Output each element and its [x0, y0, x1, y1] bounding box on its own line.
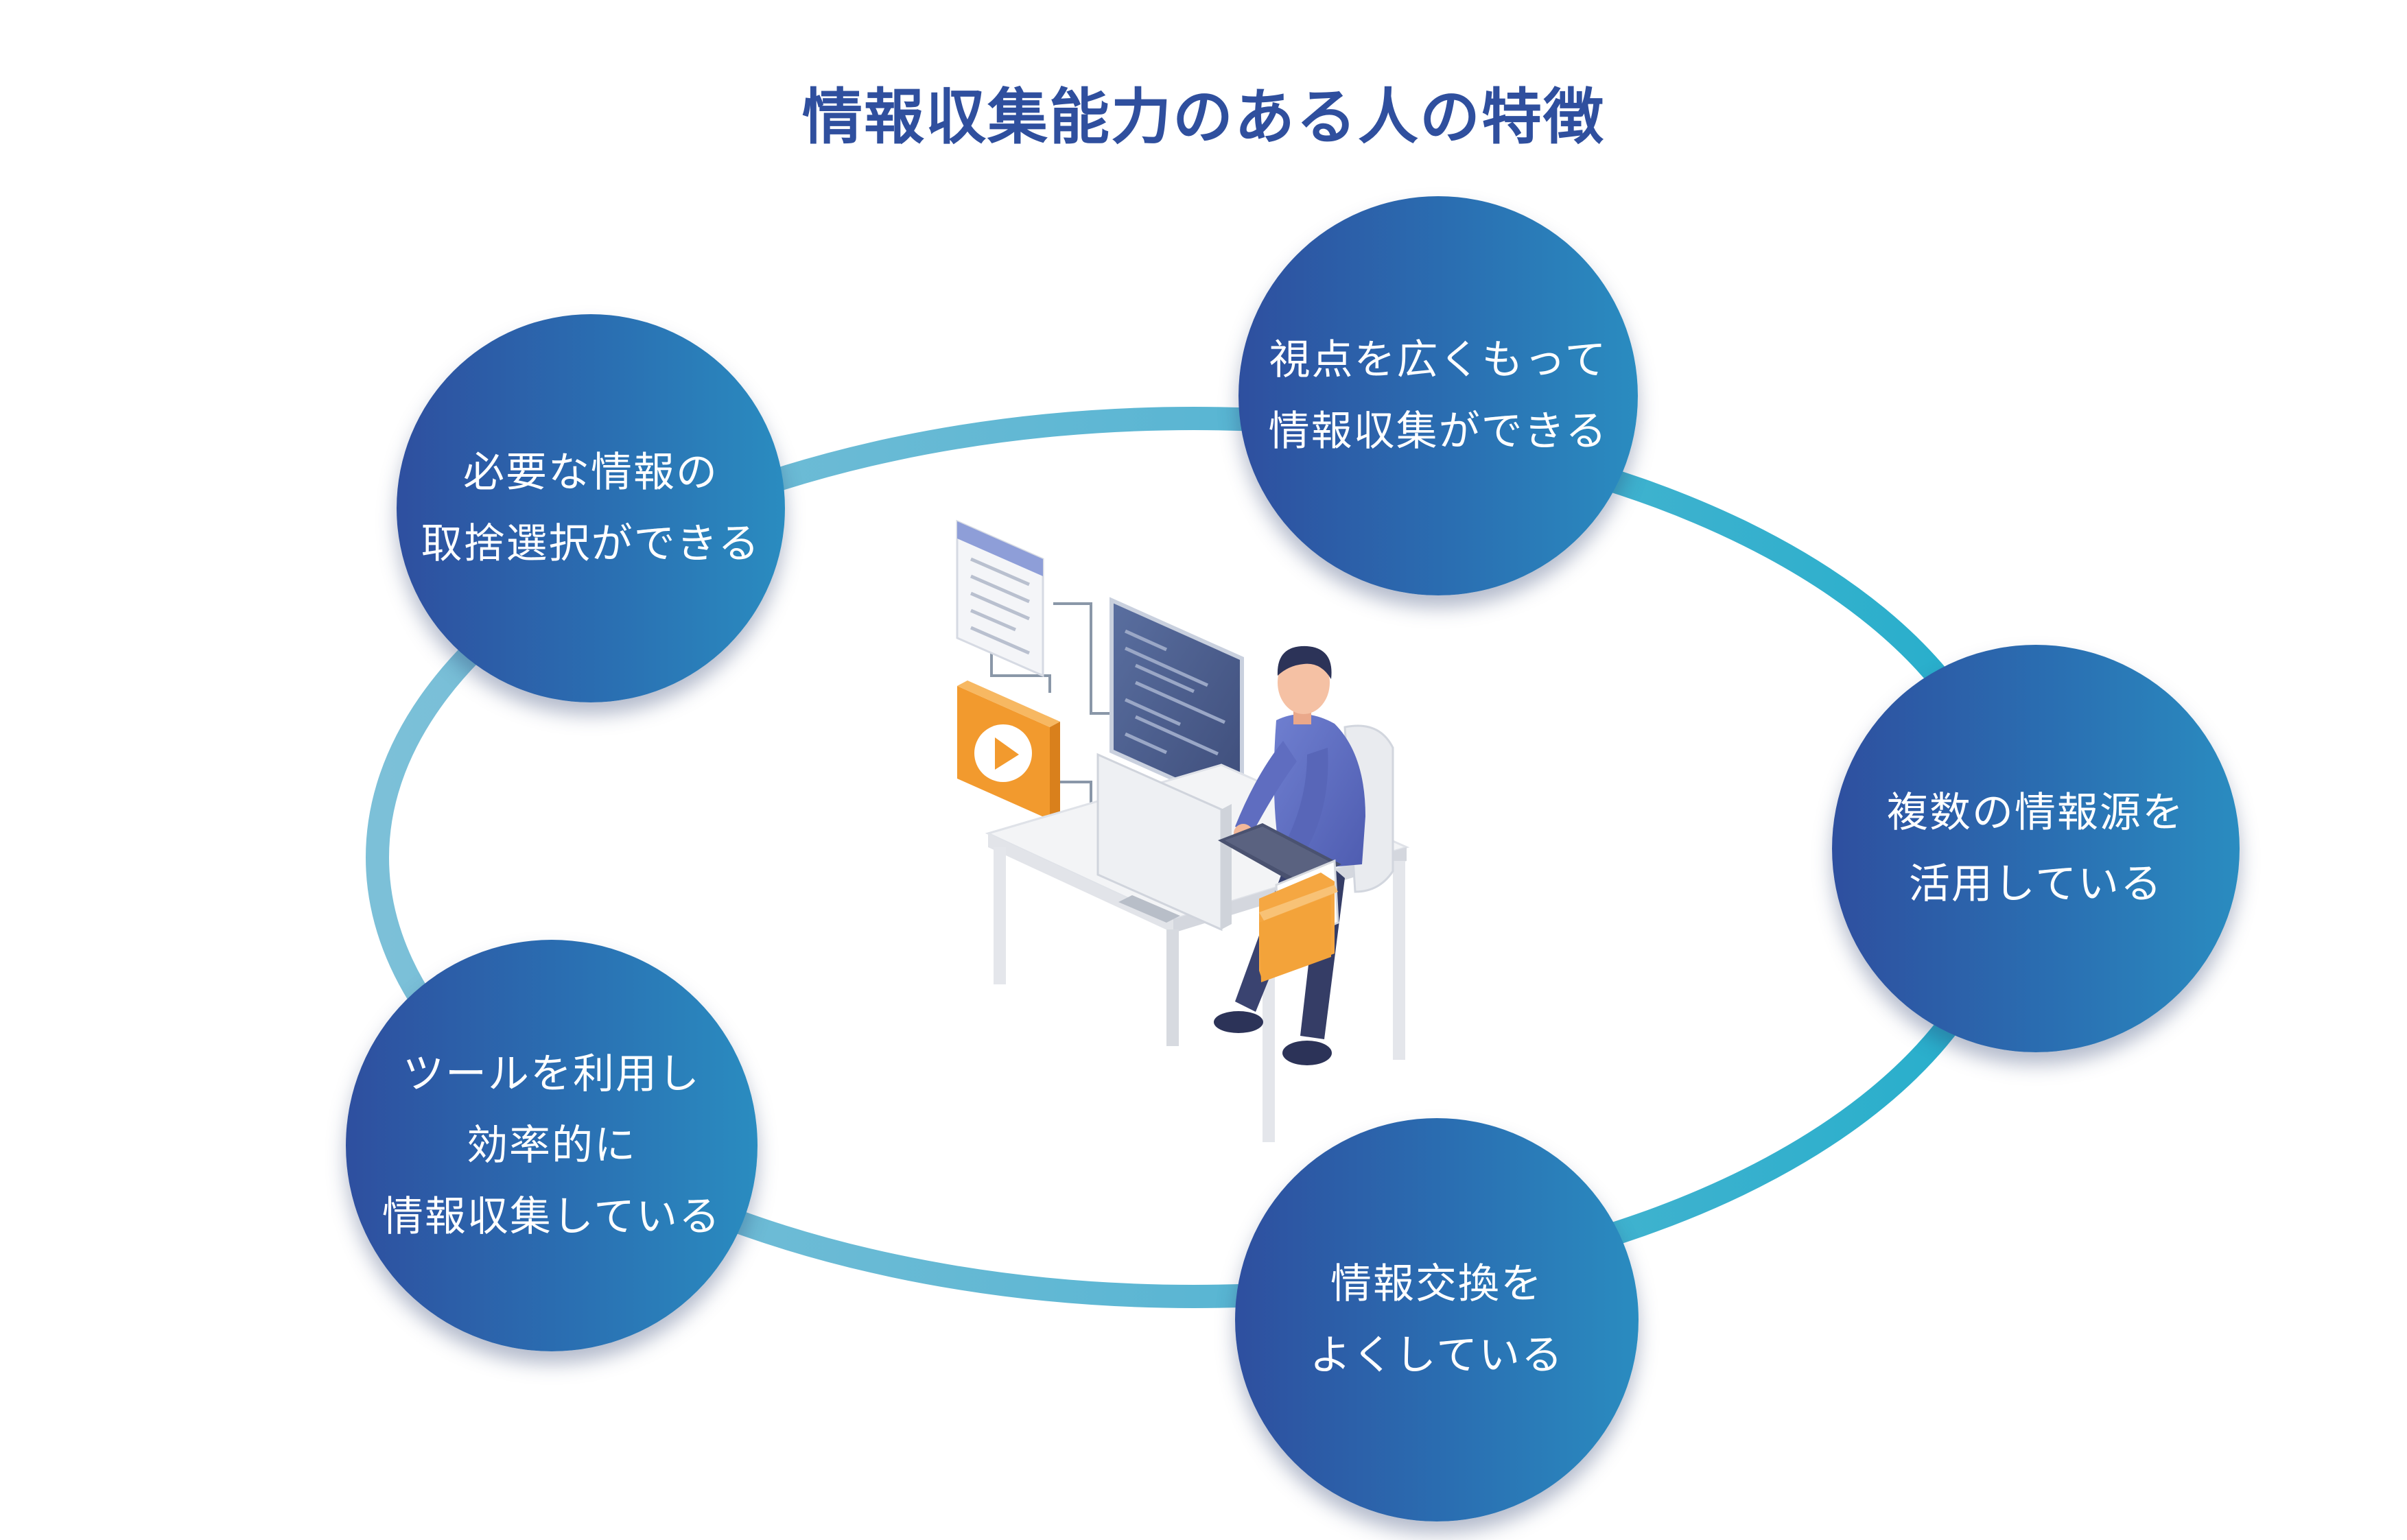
feature-line: 情報収集している [381, 1193, 722, 1241]
feature-line: 活用している [1908, 860, 2163, 908]
feature-circle-tools: ツールを利用し 効率的に 情報収集している [346, 940, 758, 1351]
page-title: 情報収集能力のある人の特徴 [801, 82, 1605, 152]
feature-circle-exchange: 情報交換を よくしている [1235, 1118, 1639, 1521]
person-at-desk-illustration [956, 519, 1410, 1142]
folder-icon [1259, 859, 1339, 982]
feature-text-select: 必要な情報の 取捨選択ができる [421, 437, 761, 580]
feature-circle-multiple-sources: 複数の情報源を 活用している [1832, 645, 2240, 1052]
feature-text-perspective: 視点を広くもって 情報収集ができる [1269, 324, 1608, 467]
desktop-computer [1096, 753, 1232, 932]
feature-circle-perspective: 視点を広くもって 情報収集ができる [1238, 196, 1638, 595]
feature-line: よくしている [1309, 1331, 1564, 1379]
feature-line: ツールを利用し [402, 1050, 701, 1098]
keyboard [1218, 823, 1341, 885]
feature-text-multiple-sources: 複数の情報源を 活用している [1887, 777, 2185, 920]
play-video-icon [957, 680, 1060, 820]
feature-line: 情報交換を [1330, 1260, 1543, 1308]
feature-text-tools: ツールを利用し 効率的に 情報収集している [382, 1039, 721, 1253]
document-window-icon [956, 519, 1044, 678]
feature-line: 情報収集ができる [1268, 407, 1608, 455]
feature-line: 効率的に [466, 1122, 637, 1170]
feature-line: 視点を広くもって [1269, 336, 1608, 384]
feature-circle-select: 必要な情報の 取捨選択ができる [397, 314, 785, 702]
feature-line: 必要な情報の [463, 449, 718, 497]
code-monitor-icon [1109, 597, 1244, 813]
feature-text-exchange: 情報交換を よくしている [1310, 1248, 1564, 1391]
feature-line: 取捨選択ができる [421, 520, 761, 568]
feature-line: 複数の情報源を [1887, 789, 2185, 837]
